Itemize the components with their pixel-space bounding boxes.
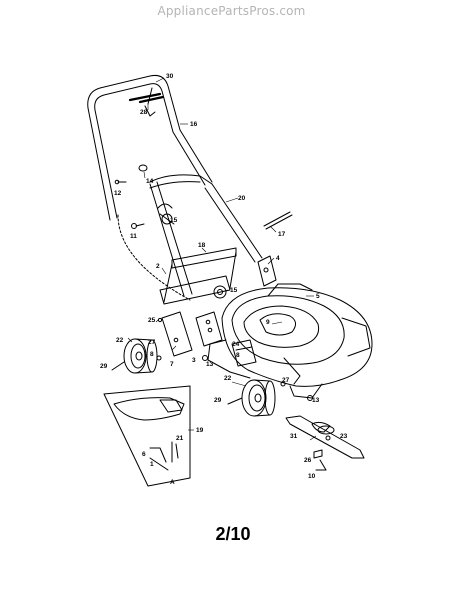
callout-21: 21 [176,435,184,442]
callout-16: 16 [190,121,198,128]
handle-bracket-4 [257,255,277,287]
mower-blade [285,415,365,459]
callout-28: 28 [140,109,148,116]
callout-6: 6 [142,451,146,458]
height-adjuster [231,339,257,367]
nut-13a [202,355,208,361]
callout-13a: 13 [206,361,214,368]
callout-A: A [170,479,175,486]
callout-27a: 27 [148,339,156,346]
callout-1: 1 [150,461,154,468]
callout-9: 9 [266,319,270,326]
nut-13b [307,395,313,401]
callout-18: 18 [198,242,206,249]
callout-29a: 29 [100,363,108,370]
callout-30: 30 [166,73,174,80]
control-wire [147,87,153,105]
callout-11: 11 [130,233,137,240]
mower-deck [207,283,373,399]
watermark: AppliancePartsPros.com [157,4,306,18]
rear-wheel-left [123,338,158,374]
callout-labels: 30 28 16 14 12 20 15 11 17 18 4 2 15 5 9… [100,73,348,486]
rear-guard-18 [159,247,237,305]
handle-clip [144,105,156,117]
mulch-kit-inset [103,385,191,487]
washer-27b [280,381,286,387]
callout-8b: 8 [150,351,154,358]
washer-27a [156,355,162,361]
key-26 [313,449,323,459]
callout-2: 2 [156,263,160,270]
callout-12: 12 [114,190,122,197]
callout-29b: 29 [214,397,222,404]
callout-31: 31 [290,433,298,440]
lower-handle [149,174,263,297]
callout-19: 19 [196,427,204,434]
callout-26: 26 [304,457,312,464]
callout-8a: 8 [236,352,240,359]
bolt-11 [131,223,145,229]
knob-14 [138,164,148,172]
callout-15b: 15 [230,287,238,294]
callout-13b: 13 [312,397,320,404]
callout-20: 20 [238,195,246,202]
callout-5: 5 [316,293,320,300]
leader-lines [127,77,317,441]
callout-24: 24 [232,341,240,348]
callout-15a: 15 [170,217,178,224]
callout-14: 14 [146,178,154,185]
cable [117,214,191,301]
handle-knob-upper [157,203,175,225]
callout-22a: 22 [116,337,124,344]
bolt-12 [114,179,127,185]
callout-4: 4 [276,255,280,262]
callout-25: 25 [148,317,156,324]
rod-17 [263,211,293,230]
callout-23: 23 [340,433,348,440]
wheel-bolt-29a [111,361,125,371]
rear-plate-3 [161,311,223,357]
callout-22b: 22 [224,375,232,382]
callout-10: 10 [308,473,316,480]
callout-3: 3 [192,357,196,364]
callout-17: 17 [278,231,286,238]
screw-25 [157,317,163,323]
page-number: 2/10 [215,524,251,544]
wheel-bolt-29b [227,397,243,405]
callout-7: 7 [170,361,174,368]
front-wheel [241,379,276,417]
callout-27b: 27 [282,377,290,384]
blade-bolt-10 [315,459,327,471]
blade-adapter-23 [317,425,335,435]
